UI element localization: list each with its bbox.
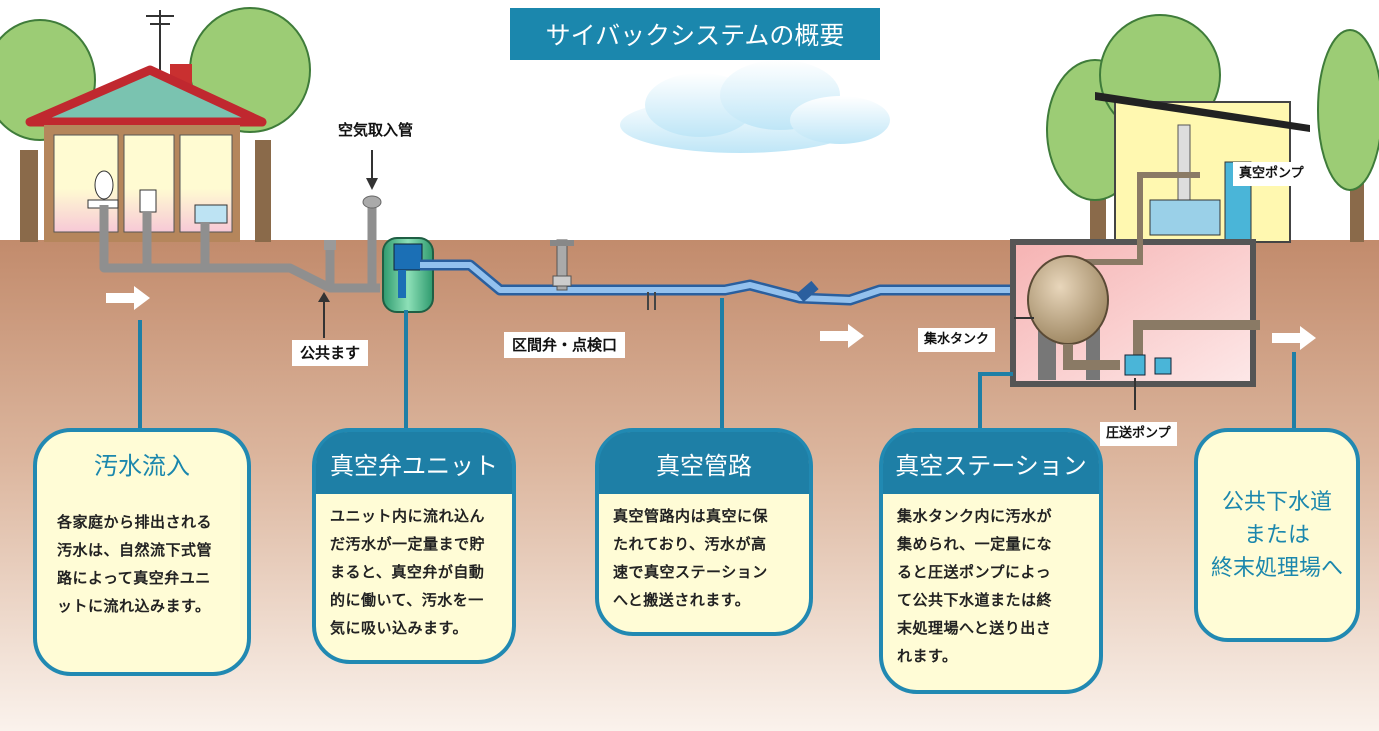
label-section-valve: 区間弁・点検口 [504,332,626,358]
card-vacuum-sewer-line: 真空管路内は真空に保 [613,507,769,525]
card-vacuum-valve-unit-line: だ汚水が一定量まで貯 [330,535,486,553]
card-vacuum-station: 真空ステーション 集水タンク内に汚水が 集められ、一定量にな ると圧送ポンプによ… [879,428,1103,694]
card-vacuum-station-line: て公共下水道または終 [897,591,1053,609]
card-vacuum-valve-unit: 真空弁ユニット ユニット内に流れ込ん だ汚水が一定量まで貯 まると、真空弁が自動… [312,428,516,664]
label-collection-tank: 集水タンク [918,328,996,352]
card-vacuum-station-line: 末処理場へと送り出さ [897,619,1052,637]
section-valve [550,239,574,291]
card-vacuum-valve-unit-body: ユニット内に流れ込ん だ汚水が一定量まで貯 まると、真空弁が自動 的に働いて、汚… [330,502,496,642]
vacuum-station [1010,92,1310,410]
card-vacuum-valve-unit-line: まると、真空弁が自動 [330,563,485,581]
card-vacuum-valve-unit-line: ユニット内に流れ込ん [330,507,486,525]
destination-line: 終末処理場へ [1210,555,1343,581]
card-inflow-line: 各家庭から排出される [57,513,213,531]
card-vacuum-station-body: 集水タンク内に汚水が 集められ、一定量にな ると圧送ポンプによっ て公共下水道ま… [897,502,1083,670]
drain-pipes [99,205,380,293]
card-vacuum-station-line: 集水タンク内に汚水が [897,507,1053,525]
card-inflow-line: 汚水は、自然流下式管 [57,541,213,559]
card-vacuum-sewer-body: 真空管路内は真空に保 たれており、汚水が高 速で真空ステーション へと搬送されま… [613,502,793,614]
card-vacuum-station-line: 集められ、一定量にな [897,535,1053,553]
card-inflow: 汚水流入 各家庭から排出される 汚水は、自然流下式管 路によって真空弁ユニ ット… [33,428,251,676]
label-vacuum-pump: 真空ポンプ [1233,162,1310,186]
cloud [620,60,890,153]
card-destination: 公共下水道 または 終末処理場へ [1194,428,1360,642]
card-vacuum-valve-unit-title: 真空弁ユニット [316,432,512,494]
flow-arrows [106,286,1316,350]
card-vacuum-station-title: 真空ステーション [883,432,1099,494]
card-vacuum-sewer-line: 速で真空ステーション [613,563,768,581]
card-inflow-line: ットに流れ込みます。 [57,597,211,615]
card-vacuum-sewer-title: 真空管路 [599,432,809,494]
card-vacuum-sewer: 真空管路 真空管路内は真空に保 たれており、汚水が高 速で真空ステーション へと… [595,428,813,636]
card-vacuum-valve-unit-line: 的に働いて、汚水を一 [330,591,484,609]
card-vacuum-sewer-line: へと搬送されます。 [613,591,751,609]
card-inflow-body: 各家庭から排出される 汚水は、自然流下式管 路によって真空弁ユニ ットに流れ込み… [57,508,231,620]
vacuum-valve-unit [382,237,434,313]
card-vacuum-station-line: れます。 [897,647,958,665]
destination-line: 公共下水道 [1221,489,1332,515]
label-pressure-pump: 圧送ポンプ [1100,422,1177,446]
page-title: サイバックシステムの概要 [510,8,880,60]
destination-line: または [1243,522,1310,548]
card-inflow-title: 汚水流入 [94,451,190,480]
label-public-basin: 公共ます [292,340,369,366]
card-connectors [138,298,1296,430]
vacuum-sewer [420,259,1035,306]
card-inflow-line: 路によって真空弁ユニ [57,569,211,587]
label-air-intake: 空気取入管 [330,117,422,143]
card-vacuum-valve-unit-line: 気に吸い込みます。 [330,619,469,637]
air-intake-arrow [366,178,378,190]
card-vacuum-station-line: ると圧送ポンプによっ [897,563,1052,581]
house [25,10,267,242]
card-vacuum-sewer-line: たれており、汚水が高 [613,535,767,553]
